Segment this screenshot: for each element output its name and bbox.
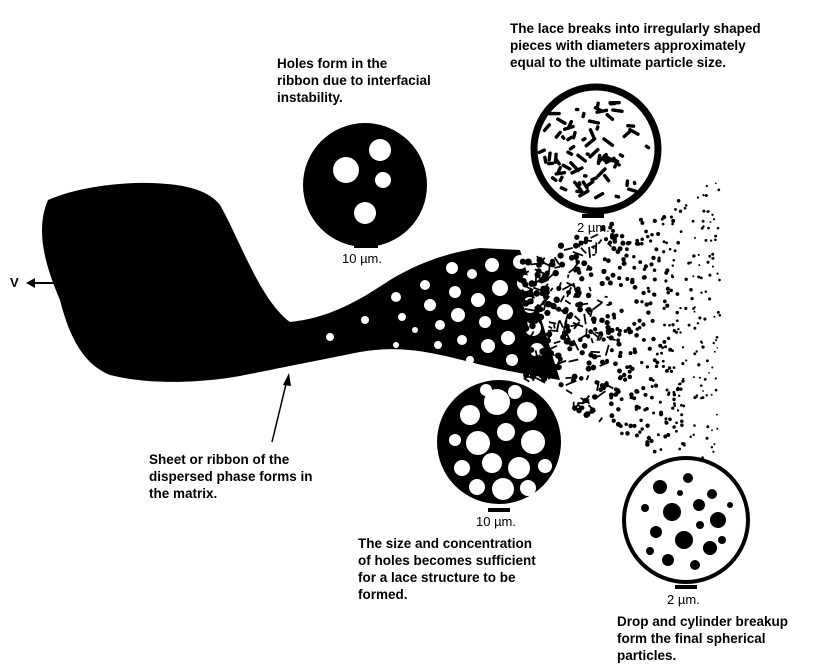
scale-label-lace-structure: 10 µm. (476, 514, 516, 529)
caption-sheet-forms: Sheet or ribbon of the dispersed phase f… (149, 451, 313, 502)
final-scale-bar (675, 585, 697, 589)
ribbon-pointer-line (272, 380, 287, 442)
holes-form-micrograph (303, 123, 427, 248)
holes-scale-bar (354, 244, 378, 248)
caption-lace-breaks: The lace breaks into irregularly shaped … (510, 20, 761, 71)
dispersed-phase-ribbon (42, 183, 560, 382)
ribbon-pointer-head (283, 373, 291, 386)
lace-break-scale-bar (582, 214, 604, 218)
final-particles-micrograph (624, 458, 748, 589)
caption-holes-form: Holes form in the ribbon due to interfac… (277, 55, 431, 106)
scale-label-final: 2 µm. (667, 592, 700, 607)
scale-label-lace-break: 2 µm. (577, 220, 610, 235)
lace-structure-micrograph (437, 380, 561, 512)
caption-lace-structure: The size and concentration of holes beco… (358, 535, 536, 603)
lace-structure-scale-bar (488, 508, 510, 512)
lace-break-micrograph (534, 87, 658, 218)
velocity-arrow-head (26, 278, 35, 288)
scale-label-holes: 10 µm. (342, 251, 382, 266)
velocity-label: V (10, 275, 19, 290)
caption-final-particles: Drop and cylinder breakup form the final… (617, 613, 788, 664)
